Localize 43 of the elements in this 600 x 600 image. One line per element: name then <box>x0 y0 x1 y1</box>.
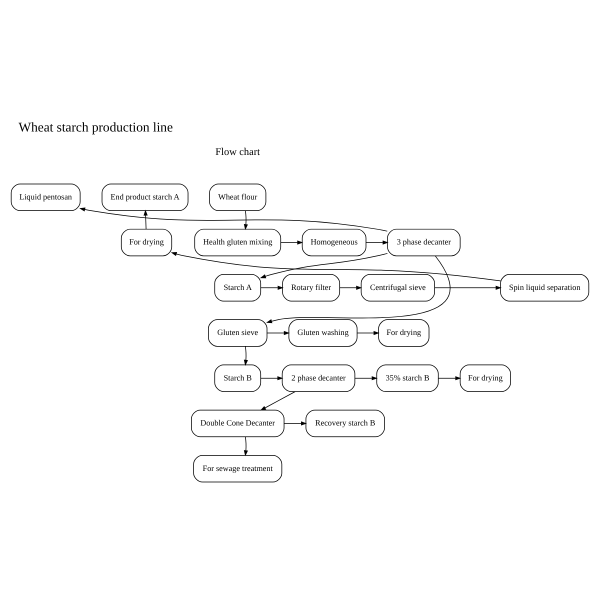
node-box: Liquid pentosan <box>10 184 81 212</box>
arrow <box>244 436 248 456</box>
arrow <box>438 376 462 380</box>
arrow <box>340 286 362 290</box>
arrow <box>260 376 284 380</box>
arrow <box>170 252 501 282</box>
node-box: Centrifugal sieve <box>360 274 435 302</box>
node-box: For drying <box>378 319 430 347</box>
arrow <box>79 208 388 232</box>
node-box: Health gluten mixing <box>194 228 282 256</box>
arrow <box>266 256 450 324</box>
node-box: Gluten washing <box>288 319 358 347</box>
node-box: 2 phase decanter <box>282 364 356 392</box>
node-box: Recovery starch B <box>306 410 385 438</box>
node-box: Starch B <box>214 364 262 392</box>
arrow <box>357 330 380 336</box>
arrow <box>354 376 378 380</box>
label: Flow chart <box>215 146 260 158</box>
node-box: Double Cone Decanter <box>191 410 284 438</box>
node-box: Rotary filter <box>282 274 340 302</box>
node-box: For drying <box>120 228 172 256</box>
arrow <box>260 391 296 411</box>
node-box: Wheat flour <box>209 184 266 212</box>
arrow <box>244 346 248 366</box>
arrow <box>266 330 290 336</box>
node-box: For drying <box>460 364 511 392</box>
node-box: 3 phase decanter <box>387 228 461 256</box>
node-box: Spin liquid separation <box>500 274 590 302</box>
arrow <box>260 253 388 278</box>
node-box: 35% starch B <box>376 364 439 392</box>
node-box: End product starch A <box>102 184 188 212</box>
arrow <box>144 210 148 230</box>
arrow <box>284 421 307 426</box>
node-box: For sewage treatment <box>193 454 282 482</box>
arrow <box>280 240 304 245</box>
node-box: Starch A <box>214 274 262 302</box>
diagram-title: Wheat starch production line <box>18 120 173 135</box>
node-box: Homogeneous <box>302 228 366 256</box>
arrow <box>244 210 248 230</box>
arrow <box>366 240 389 245</box>
node-box: Gluten sieve <box>208 319 268 347</box>
arrow <box>260 286 284 290</box>
arrow <box>434 286 502 290</box>
